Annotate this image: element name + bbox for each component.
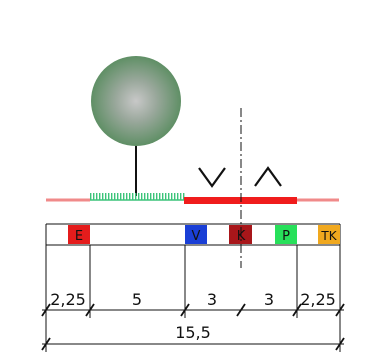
utility-tk-label: TK [320, 229, 337, 243]
width-seg2: 5 [132, 290, 142, 309]
width-seg1: 2,25 [50, 290, 86, 309]
utility-v: V [185, 225, 207, 244]
utility-p: P [275, 225, 297, 244]
utility-v-label: V [192, 229, 201, 244]
green-strip [90, 193, 185, 200]
utility-p-label: P [282, 229, 290, 244]
total-dimension-line [41, 337, 345, 351]
width-total: 15,5 [175, 323, 211, 342]
tree-crown [91, 56, 181, 146]
width-seg5: 2,25 [300, 290, 336, 309]
utility-k-label: K [237, 229, 246, 244]
chevron-down-icon [198, 167, 226, 188]
partial-dimension-line [41, 303, 345, 317]
street-surface [46, 193, 339, 204]
utility-e-label: E [75, 229, 83, 244]
utility-e: E [68, 225, 90, 244]
tree [91, 56, 181, 196]
width-seg4: 3 [264, 290, 274, 309]
chevron-up-icon [254, 166, 282, 187]
dimension-extension-lines [45, 245, 341, 352]
width-seg3: 3 [207, 290, 217, 309]
utility-tk: TK [318, 225, 340, 244]
